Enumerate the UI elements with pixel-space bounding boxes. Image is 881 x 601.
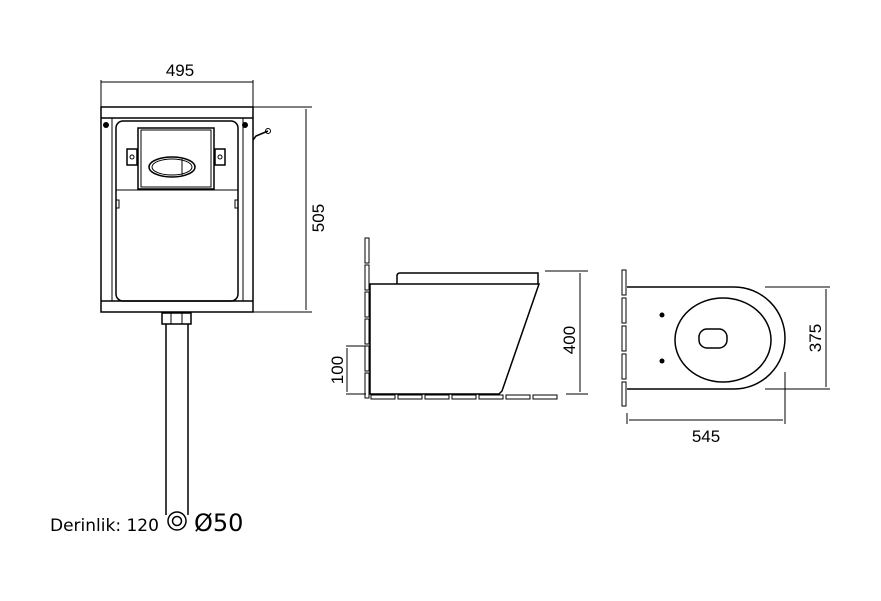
screw-icon — [103, 122, 109, 128]
bowl-width-label: 375 — [806, 324, 825, 352]
pipe-diameter-label: Ø50 — [194, 509, 243, 537]
toilet-height-label: 400 — [560, 326, 579, 354]
inlet-height-label: 100 — [328, 356, 347, 384]
cistern-width-label: 495 — [166, 61, 194, 80]
toilet-side-view: 400 100 — [328, 237, 588, 400]
cistern-height-label: 505 — [309, 204, 328, 232]
cistern-front-view: 495 505 — [100, 61, 328, 531]
depth-label: Derinlik: 120 — [50, 516, 159, 536]
screw-icon — [242, 122, 248, 128]
pipe-section-icon — [167, 511, 187, 531]
bowl-length-label: 545 — [692, 427, 720, 446]
toilet-top-view: 375 545 — [621, 269, 830, 446]
